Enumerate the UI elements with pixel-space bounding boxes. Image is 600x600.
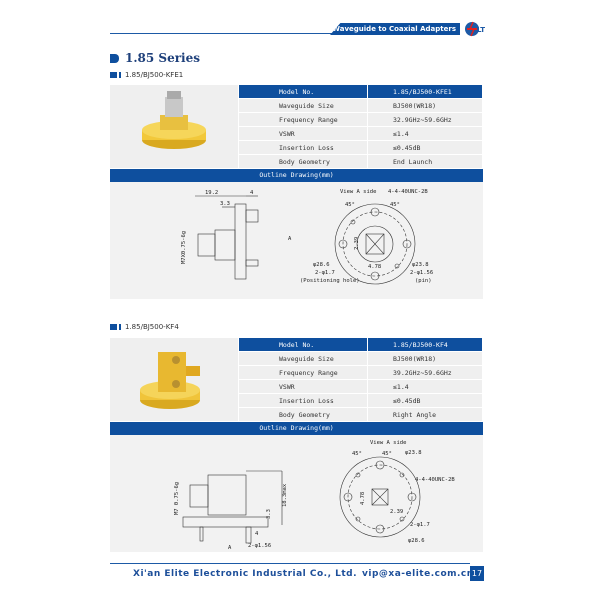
header-banner: Waveguide to Coaxial Adapters xyxy=(330,23,460,35)
bullet-icon xyxy=(110,72,119,78)
dimension-label: 45° xyxy=(345,202,355,208)
dimension-label: 3.3 xyxy=(220,201,230,207)
company-logo: LT xyxy=(465,21,485,37)
product-heading: 1.85/BJ500-KFE1 xyxy=(110,71,183,79)
series-heading: 1.85 Series xyxy=(110,51,200,65)
bullet-icon xyxy=(110,324,119,330)
table-cell: VSWR xyxy=(239,127,367,140)
dimension-label: 4.78 xyxy=(360,492,366,505)
table-cell: Waveguide Size xyxy=(239,99,367,112)
dimension-label: 19.2 xyxy=(205,190,218,196)
table-cell: Model No. xyxy=(239,338,367,351)
table-cell: Frequency Range xyxy=(239,113,367,126)
series-title: 1.85 Series xyxy=(125,51,200,65)
dimension-label: 2-φ1.7 xyxy=(410,522,430,528)
dimension-label: φ28.6 xyxy=(313,262,330,268)
table-row: Model No.1.85/BJ500-KFE1 xyxy=(239,85,482,98)
dimension-label: View A side xyxy=(340,189,376,195)
product-heading: 1.85/BJ500-KF4 xyxy=(110,323,179,331)
table-cell: ≤1.4 xyxy=(368,380,482,393)
product-image xyxy=(110,85,238,168)
outline-drawing-bar: Outline Drawing(mm) xyxy=(110,169,483,182)
dimension-label: 45° xyxy=(352,451,362,457)
page-number: 17 xyxy=(470,566,484,581)
dimension-label: 4.78 xyxy=(368,264,381,270)
product-image xyxy=(110,338,238,421)
table-cell: 1.85/BJ500-KFE1 xyxy=(368,85,482,98)
table-row: Insertion Loss≤0.45dB xyxy=(239,141,482,154)
dimension-label: 2-φ1.56 xyxy=(410,270,433,276)
outline-drawing: M7 0.75-6g 18.3max 3.3 4 2-φ1.56 A View … xyxy=(110,435,483,552)
table-cell: BJ500(WR18) xyxy=(368,99,482,112)
dimension-label: 2.39 xyxy=(354,237,360,250)
footer-company: Xi'an Elite Electronic Industrial Co., L… xyxy=(133,569,358,579)
table-cell: 39.2GHz~59.6GHz xyxy=(368,366,482,379)
dimension-label: φ28.6 xyxy=(408,538,425,544)
table-cell: Body Geometry xyxy=(239,155,367,168)
dimension-label: 2.39 xyxy=(390,509,403,515)
dimension-label: 45° xyxy=(390,202,400,208)
dimension-label: (pin) xyxy=(415,278,432,284)
product-model-title: 1.85/BJ500-KF4 xyxy=(125,323,179,331)
table-row: VSWR≤1.4 xyxy=(239,127,482,140)
dimension-label: 45° xyxy=(382,451,392,457)
table-cell: ≤0.45dB xyxy=(368,141,482,154)
dimension-label: 3.3 xyxy=(266,509,272,519)
table-cell: End Launch xyxy=(368,155,482,168)
footer-rule xyxy=(110,563,470,564)
table-row: VSWR≤1.4 xyxy=(239,380,482,393)
table-cell: 1.85/BJ500-KF4 xyxy=(368,338,482,351)
dimension-label: 2-φ1.56 xyxy=(248,543,271,549)
table-cell: ≤1.4 xyxy=(368,127,482,140)
dimension-label: 2-φ1.7 xyxy=(315,270,335,276)
dimension-label: 4 xyxy=(255,531,259,537)
table-cell: VSWR xyxy=(239,380,367,393)
dimension-label: M7 0.75-6g xyxy=(174,482,180,515)
dimension-label: φ23.8 xyxy=(405,450,422,456)
outline-drawing: 19.2 4 3.3 M7X0.75-6g A View A side 4-4-40U… xyxy=(110,182,483,299)
table-cell: Insertion Loss xyxy=(239,394,367,407)
table-cell: BJ500(WR18) xyxy=(368,352,482,365)
dimension-label: 4-4-40UNC-2B xyxy=(388,189,428,195)
dimension-label: M7X0.75-6g xyxy=(181,231,187,264)
table-cell: Waveguide Size xyxy=(239,352,367,365)
product-model-title: 1.85/BJ500-KFE1 xyxy=(125,71,184,79)
table-cell: Model No. xyxy=(239,85,367,98)
table-row: Model No.1.85/BJ500-KF4 xyxy=(239,338,482,351)
header-rule xyxy=(110,33,460,34)
table-cell: Body Geometry xyxy=(239,408,367,421)
dimension-label: (Positioning hole) xyxy=(300,278,360,284)
table-row: Insertion Loss≤0.45dB xyxy=(239,394,482,407)
table-cell: Frequency Range xyxy=(239,366,367,379)
outline-drawing-bar: Outline Drawing(mm) xyxy=(110,422,483,435)
table-cell: ≤0.45dB xyxy=(368,394,482,407)
svg-text:LT: LT xyxy=(477,26,485,34)
dimension-label: A xyxy=(288,236,292,242)
dimension-label: 18.3max xyxy=(282,483,288,507)
table-cell: 32.9GHz~59.6GHz xyxy=(368,113,482,126)
dimension-label: A xyxy=(228,545,232,551)
dimension-label: φ23.8 xyxy=(412,262,429,268)
dimension-label: View A side xyxy=(370,440,406,446)
table-cell: Insertion Loss xyxy=(239,141,367,154)
table-cell: Right Angle xyxy=(368,408,482,421)
series-marker-icon xyxy=(110,53,119,63)
dimension-label: 4-4-40UNC-2B xyxy=(415,477,455,483)
footer-email[interactable]: vip@xa-elite.com.cn xyxy=(362,569,474,579)
dimension-label: 4 xyxy=(250,190,254,196)
